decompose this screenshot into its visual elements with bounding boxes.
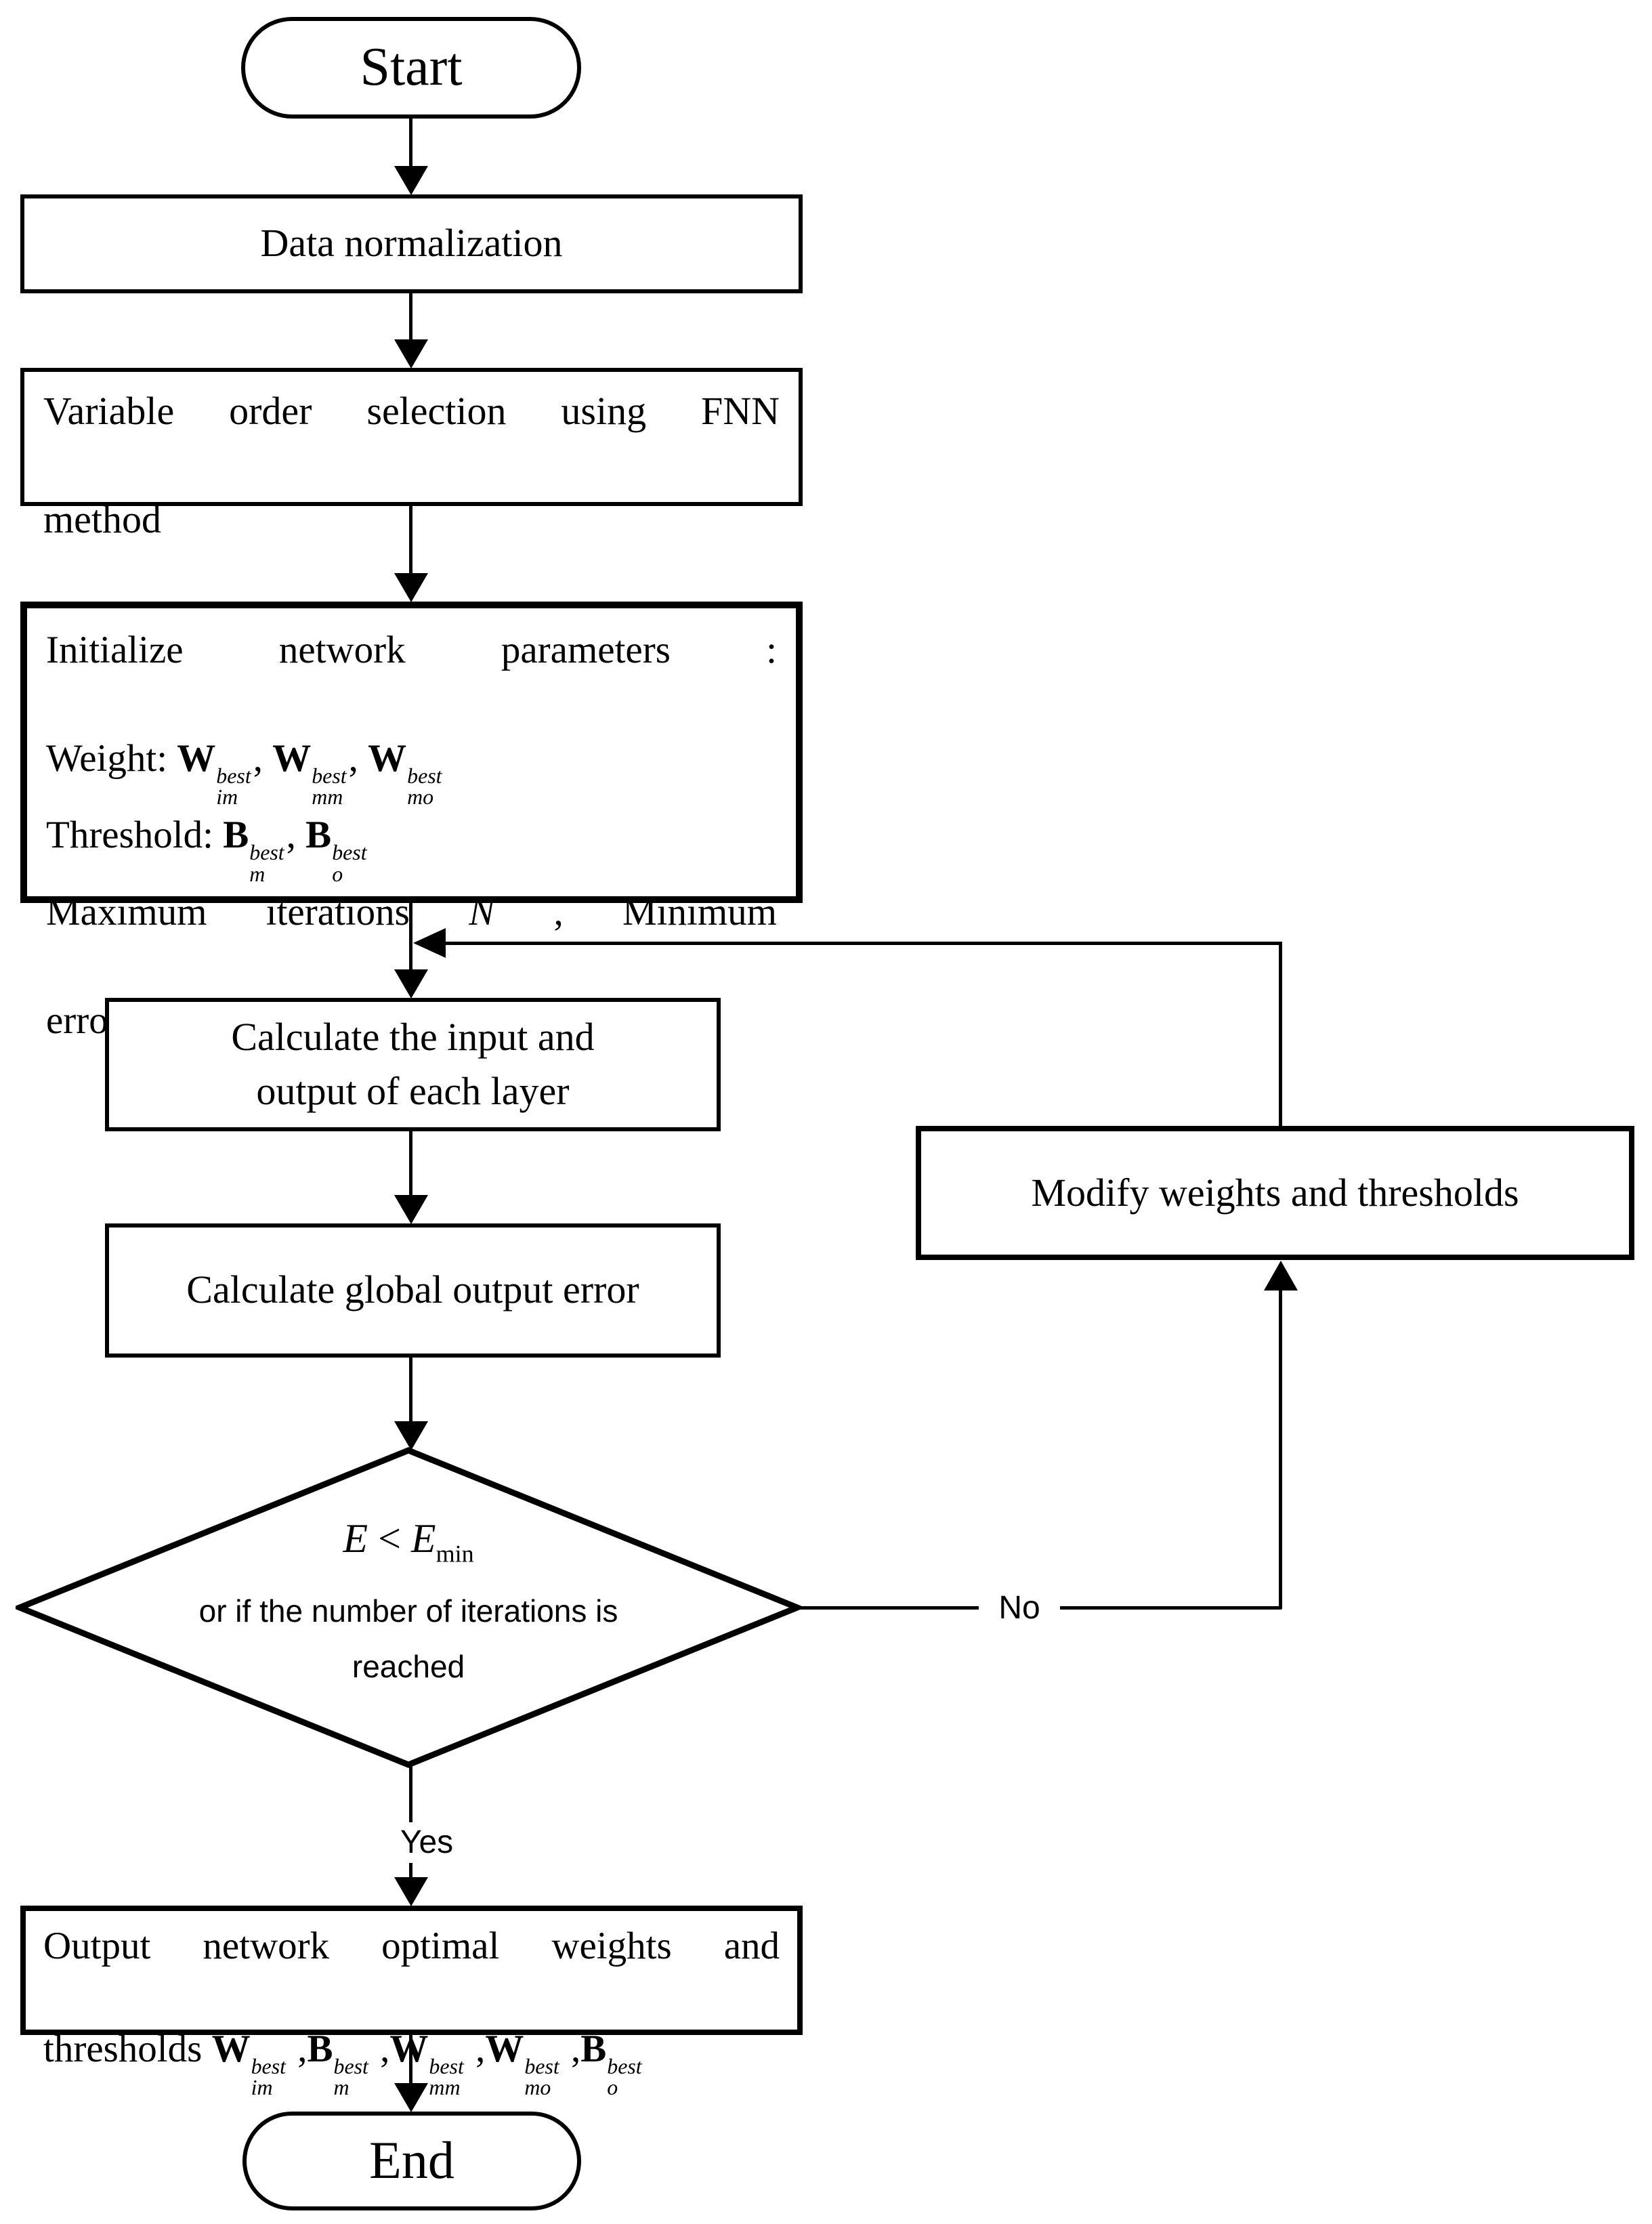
process-text-line: Initialize network parameters : bbox=[46, 629, 777, 671]
process-data-normalization: Data normalization bbox=[20, 194, 803, 293]
no-connector-line bbox=[1279, 1290, 1282, 1609]
process-calculate-global-error: Calculate global output error bbox=[105, 1223, 721, 1358]
arrowhead-left-icon bbox=[413, 928, 446, 958]
process-variable-order-selection: Variable order selection using FNN metho… bbox=[20, 368, 803, 541]
connector-line bbox=[409, 1358, 412, 1423]
decision-condition-text: E < Emin bbox=[343, 1516, 474, 1568]
arrowhead-down-icon bbox=[394, 1877, 428, 1906]
connector-line bbox=[409, 1131, 412, 1196]
decision-condition-text: or if the number of iterations is bbox=[198, 1593, 618, 1629]
connector-line bbox=[409, 506, 412, 574]
connector-line bbox=[409, 2035, 412, 2084]
feedback-connector-line bbox=[1279, 942, 1282, 1126]
decision-diamond bbox=[16, 1447, 801, 1768]
arrowhead-down-icon bbox=[394, 166, 428, 195]
arrowhead-down-icon bbox=[394, 2083, 428, 2112]
start-terminator: Start bbox=[241, 17, 581, 119]
process-modify-weights: Modify weights and thresholds bbox=[916, 1126, 1634, 1260]
yes-edge-label: Yes bbox=[383, 1822, 471, 1863]
arrowhead-down-icon bbox=[394, 969, 428, 999]
end-terminator: End bbox=[242, 2112, 581, 2210]
process-text-line: Maximum iterations N , Minimum bbox=[46, 890, 777, 933]
arrowhead-down-icon bbox=[394, 339, 428, 369]
yes-connector-line bbox=[409, 1765, 412, 1879]
connector-line bbox=[409, 119, 412, 169]
arrowhead-up-icon bbox=[1264, 1261, 1298, 1291]
connector-line bbox=[409, 903, 412, 971]
process-calculate-input-output: Calculate the input and output of each l… bbox=[105, 998, 721, 1131]
arrowhead-down-icon bbox=[394, 1421, 428, 1450]
process-text-line: output of each layer bbox=[256, 1069, 570, 1113]
process-text-line: Calculate the input and bbox=[231, 1015, 595, 1059]
process-text-line: Output network optimal weights and bbox=[43, 1925, 780, 1967]
no-edge-label: No bbox=[979, 1588, 1060, 1629]
arrowhead-down-icon bbox=[394, 573, 428, 602]
arrowhead-down-icon bbox=[394, 1195, 428, 1224]
process-initialize-parameters: Initialize network parameters : Weight: … bbox=[20, 602, 803, 1047]
feedback-connector-line bbox=[444, 942, 1282, 945]
process-text-line: Variable order selection using FNN bbox=[43, 389, 780, 433]
decision-condition-text: reached bbox=[352, 1649, 465, 1684]
process-text-line: method bbox=[43, 497, 161, 541]
connector-line bbox=[409, 293, 412, 341]
process-output-optimal-weights: Output network optimal weights and thres… bbox=[20, 1906, 803, 2099]
